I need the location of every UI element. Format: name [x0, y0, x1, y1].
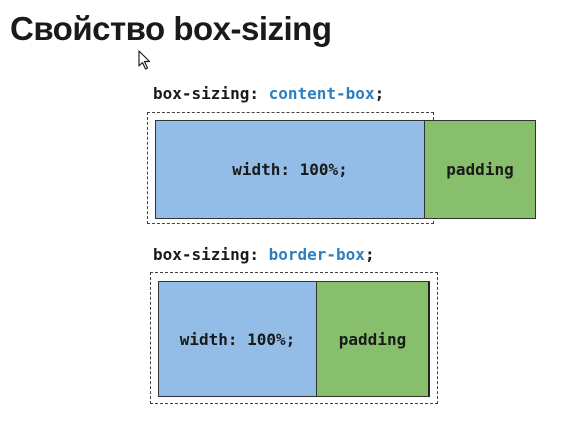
border-box-padding-area: padding	[316, 281, 430, 397]
border-box-outline	[150, 272, 438, 404]
content-box-content-area: width: 100%;	[155, 120, 425, 219]
code-value: border-box	[268, 245, 365, 264]
code-value: content-box	[268, 84, 375, 103]
content-box-padding-label: padding	[446, 160, 514, 179]
border-box-padding-label: padding	[338, 329, 407, 349]
page-title: Свойство box-sizing	[10, 10, 332, 47]
content-box-padding-area: padding	[424, 120, 536, 219]
content-box-code-line: box-sizing: content-box;	[153, 84, 384, 103]
arrow-cursor-icon	[138, 50, 151, 70]
code-property: box-sizing:	[153, 84, 259, 103]
code-property: box-sizing:	[153, 245, 259, 264]
content-box-width-label: width: 100%;	[232, 160, 348, 179]
code-semicolon: ;	[374, 84, 385, 103]
border-box-code-line: box-sizing: border-box;	[153, 245, 375, 264]
border-box-content-area: width: 100%;	[158, 281, 317, 397]
code-semicolon: ;	[364, 245, 375, 264]
border-box-width-label: width: 100%;	[179, 329, 296, 349]
